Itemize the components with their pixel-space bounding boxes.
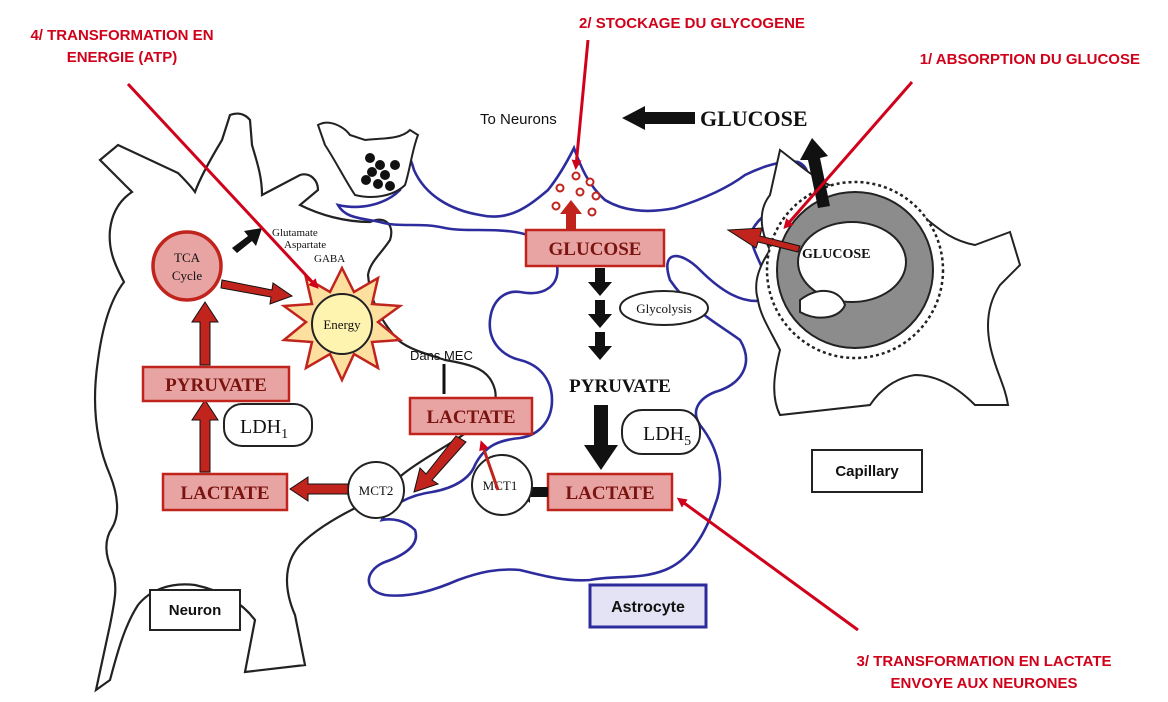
step2-pointer [571, 39, 590, 170]
pyruvate-neuron-label: PYRUVATE [165, 375, 267, 396]
step3-pointer [676, 497, 859, 632]
mct1-transporter [471, 454, 533, 516]
legend-capillary-label: Capillary [835, 463, 899, 480]
glucose-to-glycogen-arrow [560, 200, 582, 232]
ldh5-subscript: 5 [684, 434, 691, 449]
mct1-label: MCT1 [483, 478, 518, 493]
lactate-to-pyruvate-arrow [191, 399, 219, 473]
aspartate-label: Aspartate [284, 239, 326, 251]
glucose-down-arrow-3 [588, 332, 612, 360]
mct2-label: MCT2 [359, 483, 394, 498]
pyruvate-neuron-box [141, 365, 291, 403]
mct1-to-mec-arrow [479, 440, 500, 491]
tca-to-energy-arrow [220, 279, 294, 305]
step3-annotation-line2: ENVOYE AUX NEURONES [891, 675, 1078, 692]
to-neurons-label: To Neurons [480, 111, 557, 128]
energy-core [311, 293, 373, 355]
glucose-down-arrow-2 [588, 300, 612, 328]
legend-capillary-box [811, 449, 923, 493]
step2-annotation: 2/ STOCKAGE DU GLYCOGENE [579, 15, 805, 32]
dans-mec-label: Dans MEC [410, 348, 473, 363]
synaptic-vesicles [361, 153, 400, 191]
ldh1-label: LDH1 [240, 416, 288, 442]
step4-annotation-line1: 4/ TRANSFORMATION EN [30, 27, 213, 44]
astrocyte-outline [335, 144, 809, 597]
legend-astrocyte-label: Astrocyte [611, 599, 685, 616]
glucose-left-arrow [622, 106, 695, 130]
ldh1-subscript: 1 [281, 427, 288, 442]
capillary-up-arrow [800, 138, 830, 208]
glucose-top-label: GLUCOSE [700, 106, 808, 131]
step4-pointer [126, 82, 319, 289]
glucose-down-arrow-1 [588, 268, 612, 296]
capillary-cell [799, 290, 847, 319]
tca-label-line2: Cycle [172, 268, 203, 283]
step4-annotation-line2: ENERGIE (ATP) [67, 49, 178, 66]
tca-to-glutamate-arrow [232, 228, 262, 253]
lactate-neuron-label: LACTATE [180, 483, 269, 504]
gaba-label: GABA [314, 253, 345, 265]
step1-pointer [783, 81, 914, 230]
capillary-to-astrocyte-arrow [726, 227, 801, 253]
lactate-astro-box [546, 472, 674, 512]
glycolysis-bubble [619, 290, 709, 326]
glycolysis-label: Glycolysis [636, 301, 692, 316]
ldh5-label: LDH5 [643, 423, 691, 449]
step3-annotation-line1: 3/ TRANSFORMATION EN LACTATE [857, 653, 1112, 670]
mct2-to-lactate-arrow [289, 476, 349, 502]
pyruvate-to-tca-arrow [191, 301, 219, 366]
legend-neuron-box [149, 589, 241, 631]
ldh5-bubble [621, 409, 701, 455]
glutamate-label: Glutamate [272, 227, 318, 239]
ldh1-bubble [223, 403, 313, 447]
energy-label: Energy [323, 317, 361, 332]
lactate-mec-label: LACTATE [426, 407, 515, 428]
step1-annotation: 1/ ABSORPTION DU GLUCOSE [920, 51, 1140, 68]
mec-to-mct2-arrow [413, 435, 467, 493]
legend-astrocyte-box [588, 583, 708, 629]
capillary-lumen [797, 221, 907, 303]
pyruvate-down-arrow [584, 405, 618, 470]
lactate-neuron-box [161, 472, 289, 512]
tca-cycle [151, 230, 223, 302]
tca-label-line1: TCA [174, 250, 201, 265]
lactate-astro-label: LACTATE [565, 483, 654, 504]
legend-neuron-label: Neuron [169, 602, 222, 619]
glucose-capillary-label: GLUCOSE [802, 247, 870, 262]
glucose-box-label: GLUCOSE [549, 239, 642, 260]
glucose-box [524, 228, 666, 268]
pyruvate-astro-label: PYRUVATE [569, 376, 671, 397]
lactate-mec-box [408, 396, 534, 436]
